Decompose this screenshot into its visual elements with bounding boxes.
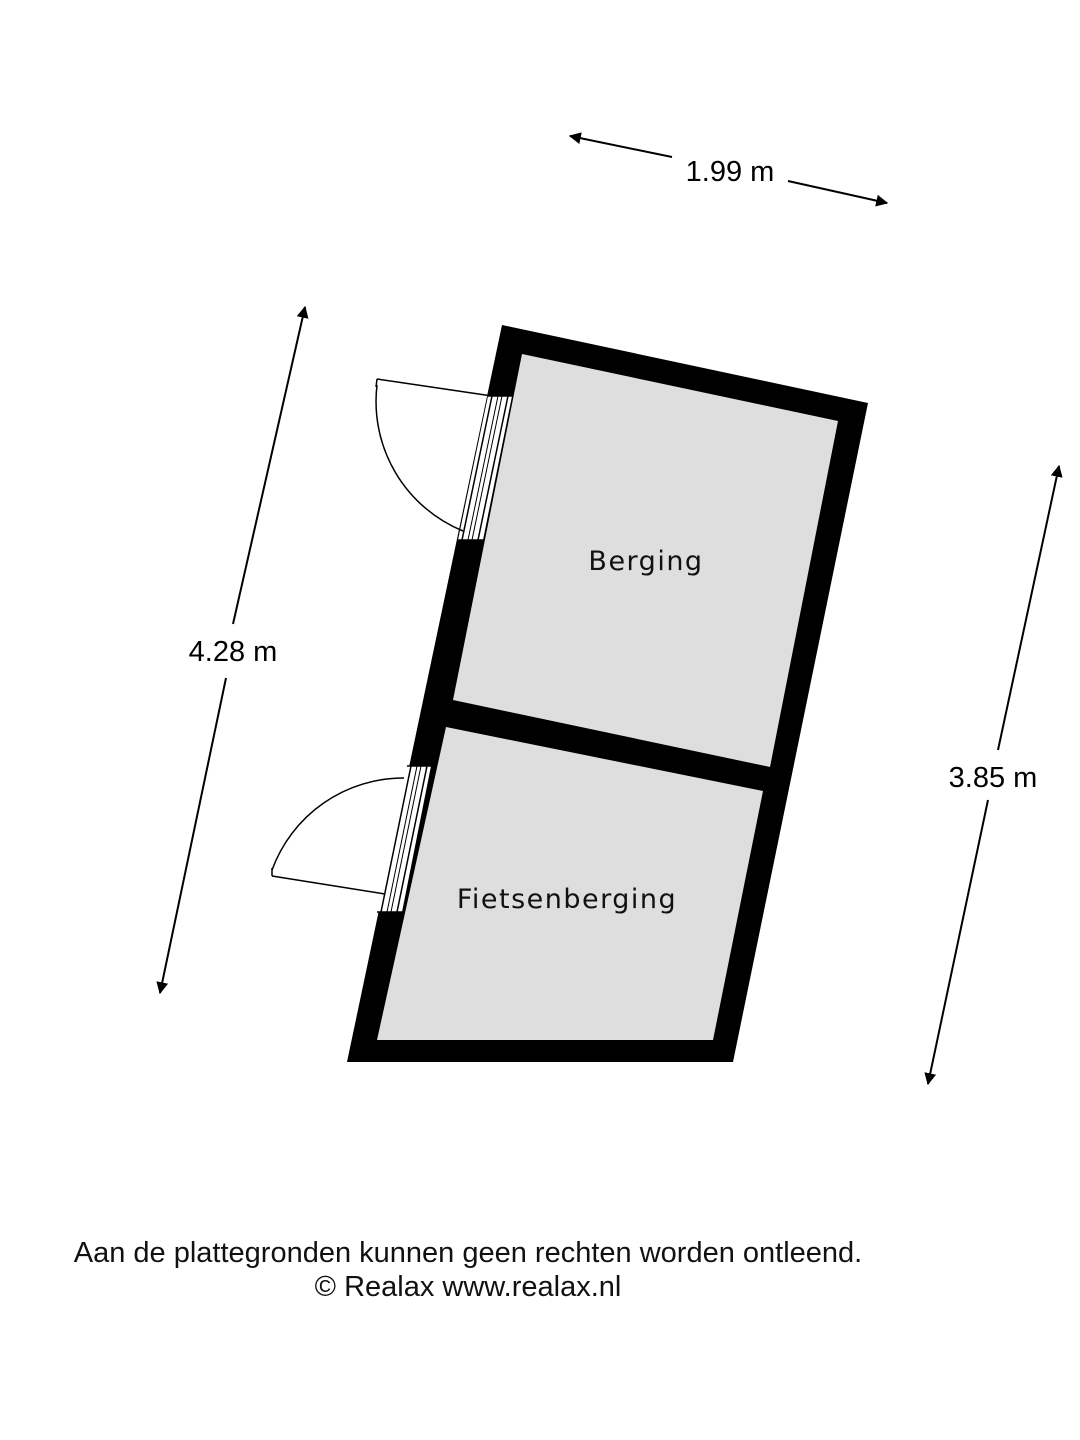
dimension-top-label: 1.99 m	[686, 156, 775, 188]
dimension-right: 3.85 m	[924, 464, 1063, 1086]
room-label-berging: Berging	[588, 546, 703, 577]
door-fietsenberging	[271, 765, 431, 913]
dimension-left-label: 4.28 m	[189, 636, 278, 668]
dimension-left: 4.28 m	[156, 305, 309, 995]
berging-floor	[453, 354, 838, 767]
door-berging	[375, 378, 512, 541]
disclaimer-text: Aan de plattegronden kunnen geen rechten…	[73, 1237, 863, 1269]
dimension-right-label: 3.85 m	[949, 762, 1038, 794]
dimension-top: 1.99 m	[568, 132, 889, 207]
copyright-text: © Realax www.realax.nl	[314, 1271, 622, 1303]
room-label-fietsenberging: Fietsenberging	[457, 884, 677, 915]
disclaimer: Aan de plattegronden kunnen geen rechten…	[0, 1236, 936, 1304]
fietsenberging-floor	[377, 727, 763, 1040]
